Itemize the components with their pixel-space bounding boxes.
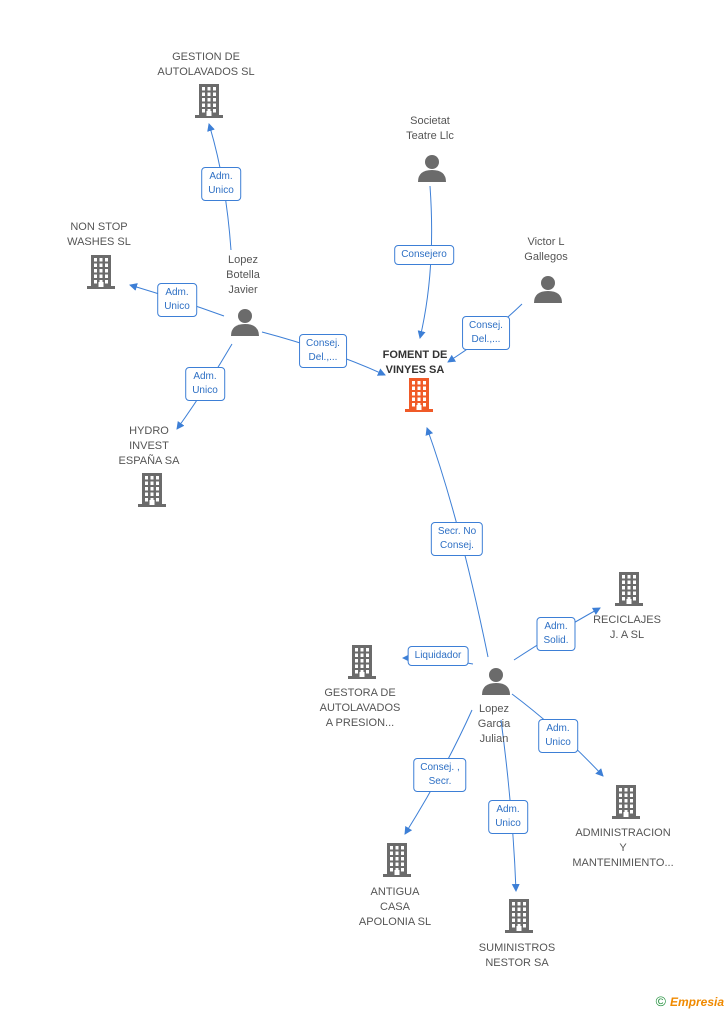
node-label-administracion[interactable]: ADMINISTRACION Y MANTENIMIENTO...	[572, 827, 674, 869]
building-icon-gestora[interactable]	[348, 645, 376, 679]
node-label-societat[interactable]: Societat Teatre Llc	[406, 115, 454, 142]
person-icon-victor[interactable]	[534, 276, 562, 303]
node-label-reciclajes[interactable]: RECICLAJES J. A SL	[593, 614, 661, 641]
edge-label-lopez_botella-to-nonstop[interactable]: Adm. Unico	[157, 283, 197, 317]
node-label-gestion[interactable]: GESTION DE AUTOLAVADOS SL	[157, 51, 255, 78]
edge-societat-to-foment	[417, 185, 433, 339]
node-label-suministros[interactable]: SUMINISTROS NESTOR SA	[478, 942, 556, 969]
edge-label-lopez_garcia-to-foment[interactable]: Secr. No Consej.	[430, 522, 484, 556]
building-icon-suministros[interactable]	[505, 899, 533, 933]
person-icon-societat[interactable]	[418, 155, 446, 182]
edge-label-lopez_garcia-to-antigua[interactable]: Consej. , Secr.	[413, 758, 467, 792]
building-icon-nonstop[interactable]	[87, 255, 115, 289]
building-icon-antigua[interactable]	[383, 843, 411, 877]
copyright-icon: ©	[655, 993, 666, 1009]
node-label-nonstop[interactable]: NON STOP WASHES SL	[67, 221, 131, 248]
building-icon-foment[interactable]	[405, 378, 433, 412]
edge-label-victor-to-foment[interactable]: Consej. Del.,...	[462, 316, 510, 350]
brand-name: Empresia	[669, 995, 724, 1009]
edge-label-lopez_botella-to-gestion[interactable]: Adm. Unico	[201, 167, 241, 201]
node-label-lopez_garcia[interactable]: Lopez Garcia Julian	[477, 703, 511, 745]
person-icon-lopez_botella[interactable]	[231, 309, 259, 336]
node-label-lopez_botella[interactable]: Lopez Botella Javier	[226, 254, 260, 296]
footer-brand: ©Empresia	[656, 993, 724, 1009]
node-label-hydro[interactable]: HYDRO INVEST ESPAÑA SA	[118, 425, 180, 467]
edge-label-lopez_garcia-to-administracion[interactable]: Adm. Unico	[538, 719, 578, 753]
edge-label-lopez_garcia-to-suministros[interactable]: Adm. Unico	[488, 800, 528, 834]
node-label-gestora[interactable]: GESTORA DE AUTOLAVADOS A PRESION...	[319, 687, 401, 729]
edge-label-lopez_garcia-to-gestora[interactable]: Liquidador	[407, 646, 469, 666]
person-icon-lopez_garcia[interactable]	[482, 668, 510, 695]
node-label-antigua[interactable]: ANTIGUA CASA APOLONIA SL	[358, 886, 432, 928]
edge-label-societat-to-foment[interactable]: Consejero	[394, 245, 454, 265]
node-label-victor[interactable]: Victor L Gallegos	[524, 236, 568, 263]
building-icon-reciclajes[interactable]	[615, 572, 643, 606]
edge-label-lopez_garcia-to-reciclajes[interactable]: Adm. Solid.	[536, 617, 576, 651]
building-icon-administracion[interactable]	[612, 785, 640, 819]
building-icon-gestion[interactable]	[195, 84, 223, 118]
building-icon-hydro[interactable]	[138, 473, 166, 507]
node-label-foment[interactable]: FOMENT DE VINYES SA	[382, 349, 448, 376]
edge-label-lopez_botella-to-foment[interactable]: Consej. Del.,...	[299, 334, 347, 368]
edge-label-lopez_botella-to-hydro[interactable]: Adm. Unico	[185, 367, 225, 401]
